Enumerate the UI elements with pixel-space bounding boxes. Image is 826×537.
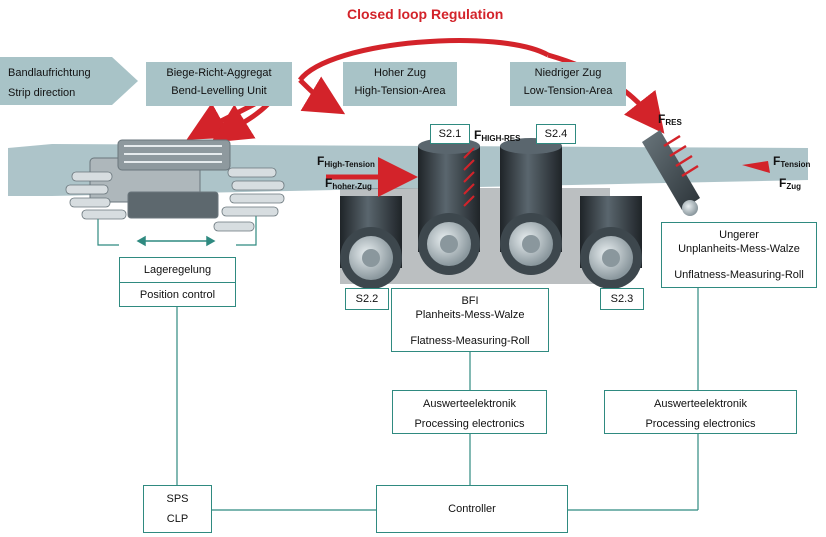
force-zug: FZug bbox=[779, 176, 801, 191]
sps-line1: SPS bbox=[166, 493, 189, 505]
unflatness-roll-graphic bbox=[642, 130, 700, 216]
sps-line2: CLP bbox=[166, 513, 189, 525]
sensor-s22: S2.2 bbox=[345, 288, 389, 310]
force-high-res-sub: HIGH-RES bbox=[481, 134, 521, 143]
force-tension: FTension bbox=[773, 154, 810, 169]
unflatness-line3: Unflatness-Measuring-Roll bbox=[674, 269, 804, 281]
force-zug-sub: Zug bbox=[786, 182, 802, 191]
low-tension-area-box: Niedriger Zug Low-Tension-Area bbox=[510, 62, 626, 106]
force-high-res-base: F bbox=[474, 128, 482, 142]
controller-box: Controller bbox=[376, 485, 568, 533]
processing-right-de: Auswerteelektronik bbox=[654, 398, 747, 410]
processing-left-en: Processing electronics bbox=[414, 418, 525, 430]
position-control-de: Lageregelung bbox=[120, 258, 235, 283]
connector-lines bbox=[97, 212, 699, 511]
position-control-en: Position control bbox=[139, 289, 216, 301]
force-tension-sub: Tension bbox=[780, 160, 811, 169]
sps-box: SPS CLP bbox=[143, 485, 212, 533]
force-hoher-zug: Fhoher-Zug bbox=[325, 176, 372, 191]
position-control-box: Lageregelung Position control bbox=[119, 257, 236, 307]
low-tension-de: Niedriger Zug bbox=[534, 67, 602, 79]
unflatness-line2: Unplanheits-Mess-Walze bbox=[678, 243, 800, 255]
force-hoher-zug-sub: hoher-Zug bbox=[332, 182, 372, 191]
bend-levelling-unit-graphic bbox=[65, 139, 285, 247]
force-res-base: F bbox=[658, 112, 666, 126]
bend-levelling-unit-box: Biege-Richt-Aggregat Bend-Levelling Unit bbox=[146, 62, 292, 106]
strip-direction-en: Strip direction bbox=[8, 87, 76, 99]
processing-right-en: Processing electronics bbox=[645, 418, 756, 430]
force-zug-base: F bbox=[779, 176, 787, 190]
force-tension-base: F bbox=[773, 154, 781, 168]
low-tension-en: Low-Tension-Area bbox=[523, 85, 613, 97]
force-res-sub: RES bbox=[665, 118, 682, 127]
bfi-line2: Planheits-Mess-Walze bbox=[415, 309, 525, 321]
title: Closed loop Regulation bbox=[347, 6, 504, 22]
strip-direction-de: Bandlaufrichtung bbox=[8, 67, 91, 79]
bfi-line1: BFI bbox=[461, 295, 479, 307]
high-tension-en: High-Tension-Area bbox=[354, 85, 446, 97]
processing-electronics-left: Auswerteelektronik Processing electronic… bbox=[392, 390, 547, 434]
high-tension-de: Hoher Zug bbox=[374, 67, 426, 79]
force-high-tension-base: F bbox=[317, 154, 325, 168]
processing-electronics-right: Auswerteelektronik Processing electronic… bbox=[604, 390, 797, 434]
unflatness-line1: Ungerer bbox=[719, 229, 759, 241]
tension-force-arrow bbox=[742, 161, 770, 173]
bfi-box: BFI Planheits-Mess-Walze Flatness-Measur… bbox=[391, 288, 549, 352]
force-hoher-zug-base: F bbox=[325, 176, 333, 190]
high-res-force-marks bbox=[463, 147, 475, 207]
force-high-tension: FHigh-Tension bbox=[317, 154, 375, 169]
sensor-s21: S2.1 bbox=[430, 124, 470, 144]
unflatness-box: Ungerer Unplanheits-Mess-Walze Unflatnes… bbox=[661, 222, 817, 288]
strip-direction-arrow bbox=[0, 57, 138, 105]
force-high-tension-sub: High-Tension bbox=[324, 160, 375, 169]
force-high-res: FHIGH-RES bbox=[474, 128, 520, 143]
force-res: FRES bbox=[658, 112, 682, 127]
high-tension-area-box: Hoher Zug High-Tension-Area bbox=[343, 62, 457, 106]
sensor-s23: S2.3 bbox=[600, 288, 644, 310]
bend-unit-en: Bend-Levelling Unit bbox=[171, 85, 267, 97]
sensor-s24: S2.4 bbox=[536, 124, 576, 144]
bend-unit-de: Biege-Richt-Aggregat bbox=[166, 67, 272, 79]
processing-left-de: Auswerteelektronik bbox=[423, 398, 516, 410]
bfi-line3: Flatness-Measuring-Roll bbox=[410, 335, 530, 347]
